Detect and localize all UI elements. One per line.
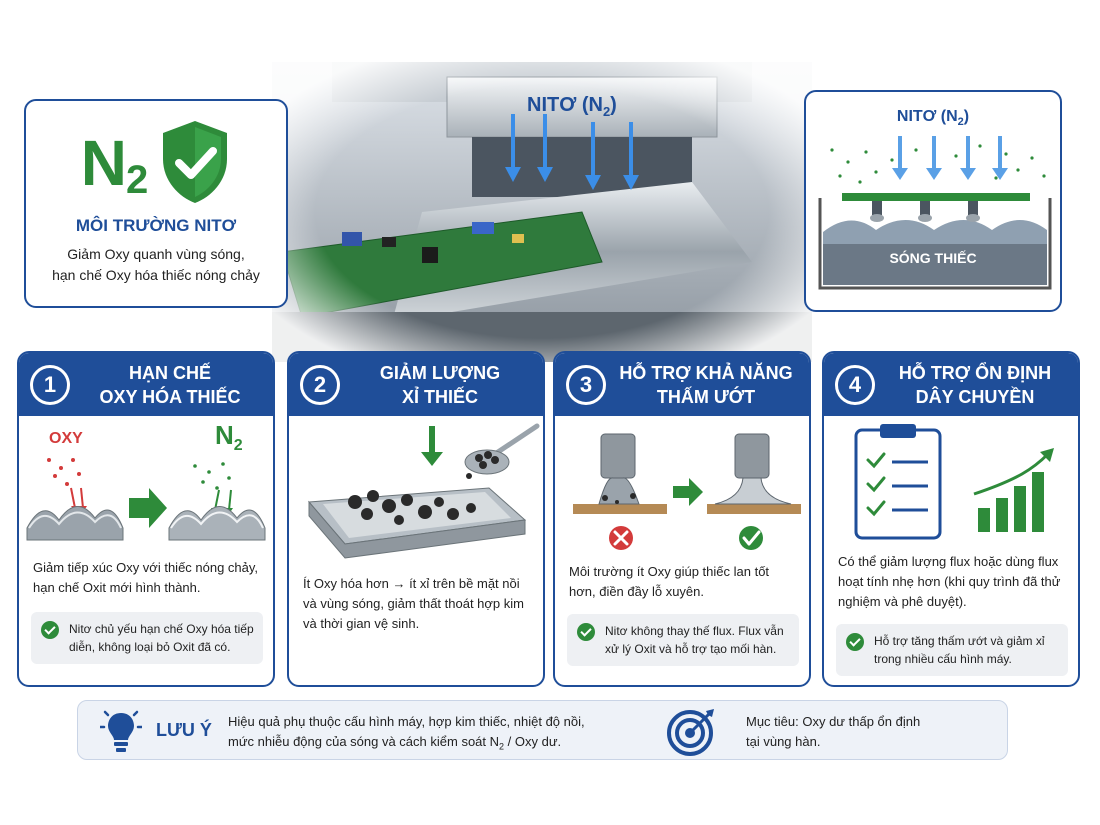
n2-illustration-label: N2 xyxy=(215,420,243,455)
card-title: HỖ TRỢ KHẢ NĂNG THẤM ƯỚT xyxy=(619,363,793,407)
card-header: 4 HỖ TRỢ ỔN ĐỊNH DÂY CHUYỀN xyxy=(824,353,1078,416)
card-title: HẠN CHẾ OXY HÓA THIẾC xyxy=(99,363,241,407)
target-icon xyxy=(666,707,716,762)
checklist-growth-illustration xyxy=(824,416,1078,551)
card-note: Nitơ không thay thế flux. Flux vẫn xử lý… xyxy=(567,614,799,666)
card-limit-oxidation: 1 HẠN CHẾ OXY HÓA THIẾC xyxy=(17,351,275,687)
card-note: Hỗ trợ tăng thấm ướt và giảm xỉ trong nh… xyxy=(836,624,1068,676)
solder-wave-diagram: NITƠ (N2) SÓNG THIẾC xyxy=(804,90,1062,312)
card-title: GIẢM LƯỢNG XỈ THIẾC xyxy=(379,363,501,407)
footer-note: LƯU Ý Hiệu quả phụ thuộc cấu hình máy, h… xyxy=(77,700,1008,760)
dross-pot-illustration xyxy=(289,416,543,571)
oxy-label: OXY xyxy=(49,430,83,447)
goal-text: Mục tiêu: Oxy dư thấp ổn định tại vùng h… xyxy=(746,714,921,749)
card-wetting-support: 3 HỖ TRỢ KHẢ NĂNG THẤM ƯỚT Môi trườn xyxy=(553,351,811,687)
shield-check-icon xyxy=(159,119,231,210)
card-number: 2 xyxy=(300,365,340,405)
oxidation-comparison-illustration: OXY N2 xyxy=(19,416,273,546)
card-number: 4 xyxy=(835,365,875,405)
machine-nitrogen-label: NITƠ (N2) xyxy=(527,94,617,119)
check-icon xyxy=(846,633,864,651)
environment-description: Giảm Oxy quanh vùng sóng, hạn chế Oxy hó… xyxy=(52,246,260,283)
wetting-comparison-illustration xyxy=(555,416,809,561)
solder-wave-label: SÓNG THIẾC xyxy=(889,250,977,266)
wave-nitrogen-label: NITƠ (N2) xyxy=(896,108,970,129)
nitrogen-environment-panel: N2 MÔI TRƯỜNG NITƠ Giảm Oxy quanh vùng s… xyxy=(24,99,288,308)
check-icon xyxy=(577,623,595,641)
card-header: 3 HỖ TRỢ KHẢ NĂNG THẤM ƯỚT xyxy=(555,353,809,416)
environment-title: MÔI TRƯỜNG NITƠ xyxy=(75,216,237,235)
card-header: 2 GIẢM LƯỢNG XỈ THIẾC xyxy=(289,353,543,416)
wave-solder-machine-image: NITƠ (N2) xyxy=(272,62,812,362)
card-number: 3 xyxy=(566,365,606,405)
card-header: 1 HẠN CHẾ OXY HÓA THIẾC xyxy=(19,353,273,416)
check-icon xyxy=(41,621,59,639)
card-note: Nitơ chủ yếu hạn chế Oxy hóa tiếp diễn, … xyxy=(31,612,263,664)
n2-symbol: N2 xyxy=(80,127,148,202)
card-number: 1 xyxy=(30,365,70,405)
card-description: Giảm tiếp xúc Oxy với thiếc nóng chảy, h… xyxy=(33,560,259,595)
lightbulb-icon xyxy=(98,709,144,760)
n2-logo-row: N2 xyxy=(26,119,286,210)
card-line-stability: 4 HỖ TRỢ ỔN ĐỊNH DÂY CHUYỀN Có thể giảm … xyxy=(822,351,1080,687)
note-text: Hiệu quả phụ thuộc cấu hình máy, hợp kim… xyxy=(228,714,585,752)
card-reduce-dross: 2 GIẢM LƯỢNG XỈ THIẾC Ít Oxy h xyxy=(287,351,545,687)
card-description: Có thể giảm lượng flux hoặc dùng flux ho… xyxy=(838,554,1061,609)
card-title: HỖ TRỢ ỔN ĐỊNH DÂY CHUYỀN xyxy=(898,363,1052,407)
note-label: LƯU Ý xyxy=(156,720,212,740)
card-description: Môi trường ít Oxy giúp thiếc lan tốt hơn… xyxy=(569,564,770,599)
card-description: Ít Oxy hóa hơn → ít xỉ trên bề mặt nồi v… xyxy=(303,576,524,631)
